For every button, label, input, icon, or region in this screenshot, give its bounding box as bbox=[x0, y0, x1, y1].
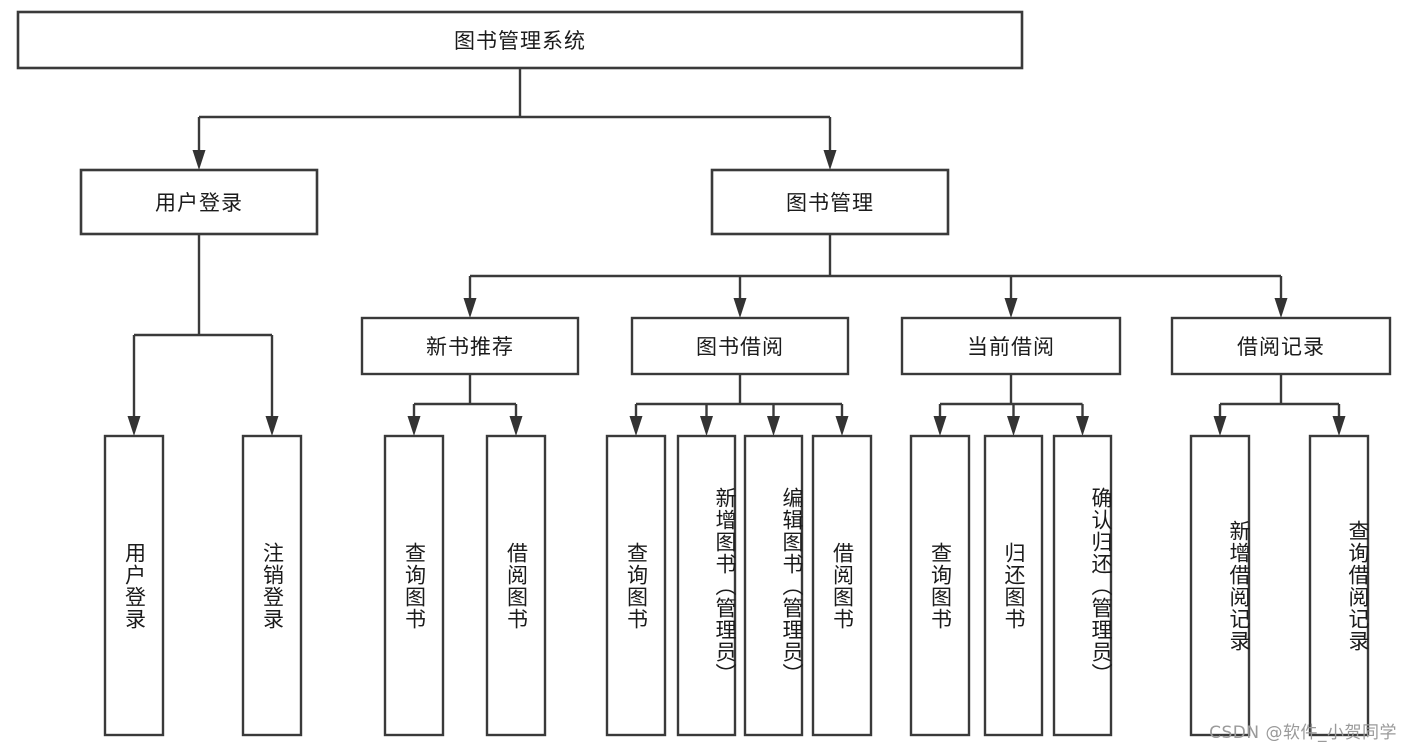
node-box-leaf-confirm-return[interactable] bbox=[1052, 434, 1113, 737]
arrow-head bbox=[1274, 298, 1288, 318]
connector-group-new-book-recommend bbox=[407, 374, 523, 436]
csdn-watermark: CSDN @软件_小贺同学 bbox=[1209, 723, 1397, 743]
node-layer bbox=[16, 10, 1392, 737]
node-box-leaf-edit-book[interactable] bbox=[743, 434, 804, 737]
node-box-leaf-add-borrow-record[interactable] bbox=[1189, 434, 1251, 737]
node-box-leaf-add-book[interactable] bbox=[676, 434, 737, 737]
connector-group-root bbox=[192, 68, 837, 170]
arrow-head bbox=[509, 416, 523, 436]
connector-layer bbox=[127, 68, 1346, 436]
node-box-leaf-query-borrow-record[interactable] bbox=[1308, 434, 1370, 737]
node-box-new-book-recommend[interactable] bbox=[360, 316, 580, 376]
arrow-head bbox=[1213, 416, 1227, 436]
arrow-head bbox=[265, 416, 279, 436]
node-box-user-login[interactable] bbox=[79, 168, 319, 236]
connector-group-current-borrow bbox=[933, 374, 1089, 436]
arrow-head bbox=[1007, 416, 1020, 436]
arrow-head bbox=[823, 150, 837, 170]
arrow-head bbox=[700, 416, 713, 436]
node-box-leaf-borrow-book[interactable] bbox=[811, 434, 873, 737]
node-box-book-manage[interactable] bbox=[710, 168, 950, 236]
node-box-root[interactable] bbox=[16, 10, 1024, 70]
arrow-head bbox=[463, 298, 477, 318]
arrow-head bbox=[127, 416, 141, 436]
arrow-head bbox=[192, 150, 206, 170]
arrow-head bbox=[1076, 416, 1089, 436]
arrow-head bbox=[767, 416, 780, 436]
node-box-leaf-user-logout[interactable] bbox=[241, 434, 303, 737]
connector-group-user-login bbox=[127, 234, 279, 436]
node-box-current-borrow[interactable] bbox=[900, 316, 1122, 376]
connector-group-book-manage bbox=[463, 234, 1288, 318]
arrow-head bbox=[933, 416, 947, 436]
node-box-leaf-query-book-recommend[interactable] bbox=[383, 434, 445, 737]
connector-group-borrow-record bbox=[1213, 374, 1346, 436]
arrow-head bbox=[733, 298, 747, 318]
node-box-leaf-borrow-book-recommend[interactable] bbox=[485, 434, 547, 737]
node-box-leaf-query-book-borrow[interactable] bbox=[605, 434, 667, 737]
arrow-head bbox=[835, 416, 849, 436]
arrow-head bbox=[629, 416, 643, 436]
node-box-book-borrow[interactable] bbox=[630, 316, 850, 376]
node-box-leaf-user-login[interactable] bbox=[103, 434, 165, 737]
node-box-leaf-query-book-current[interactable] bbox=[909, 434, 971, 737]
connector-group-book-borrow bbox=[629, 374, 849, 436]
node-box-borrow-record[interactable] bbox=[1170, 316, 1392, 376]
node-box-leaf-return-book[interactable] bbox=[983, 434, 1044, 737]
arrow-head bbox=[1004, 298, 1018, 318]
arrow-head bbox=[407, 416, 421, 436]
arrow-head bbox=[1332, 416, 1346, 436]
